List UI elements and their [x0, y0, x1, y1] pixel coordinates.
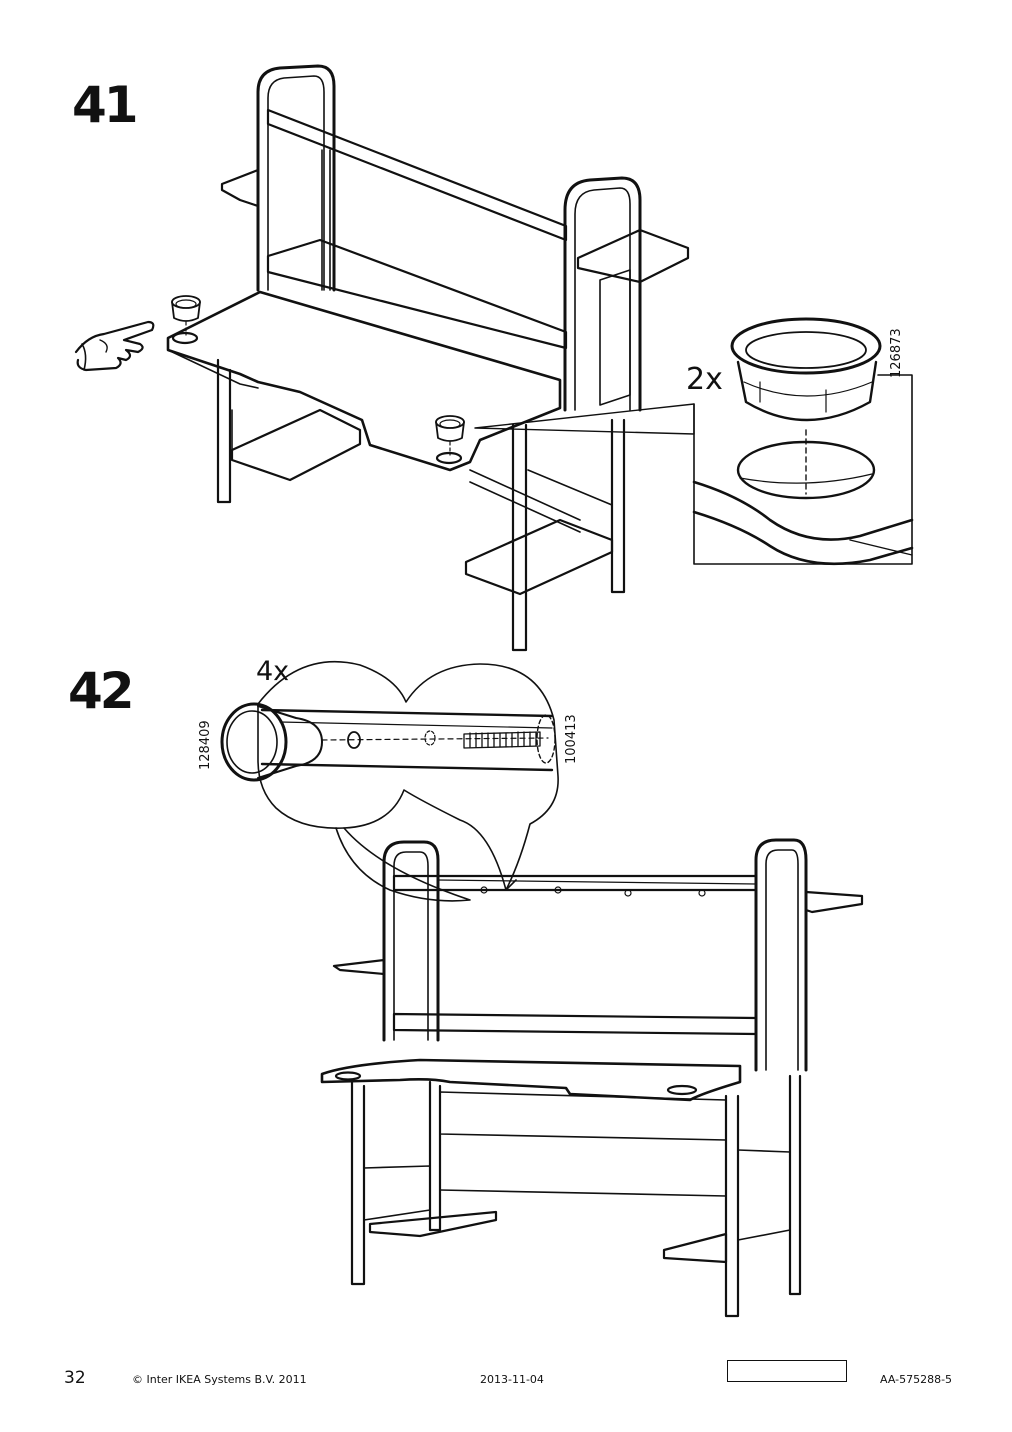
page-number: 32	[64, 1368, 86, 1388]
copyright-text: © Inter IKEA Systems B.V. 2011	[132, 1373, 307, 1386]
step-41-number: 41	[72, 76, 139, 134]
date-text: 2013-11-04	[480, 1373, 544, 1386]
step-41-desk-illustration	[74, 64, 695, 652]
step-41-quantity: 2x	[686, 362, 723, 397]
footer-blank-box	[727, 1360, 847, 1382]
step-42-quantity: 4x	[256, 656, 289, 687]
step-42-knob-part-number: 128409	[198, 720, 213, 770]
document-code: AA-575288-5	[880, 1373, 953, 1386]
step-41-part-number: 126873	[889, 328, 904, 378]
step-42-detail-callout	[220, 661, 559, 902]
step-41-detail-callout	[692, 317, 914, 566]
pointing-hand-icon	[74, 320, 155, 372]
step-42-screw-part-number: 100413	[564, 714, 579, 764]
step-42-desk-illustration	[320, 838, 864, 1318]
step-42-number: 42	[68, 662, 135, 720]
